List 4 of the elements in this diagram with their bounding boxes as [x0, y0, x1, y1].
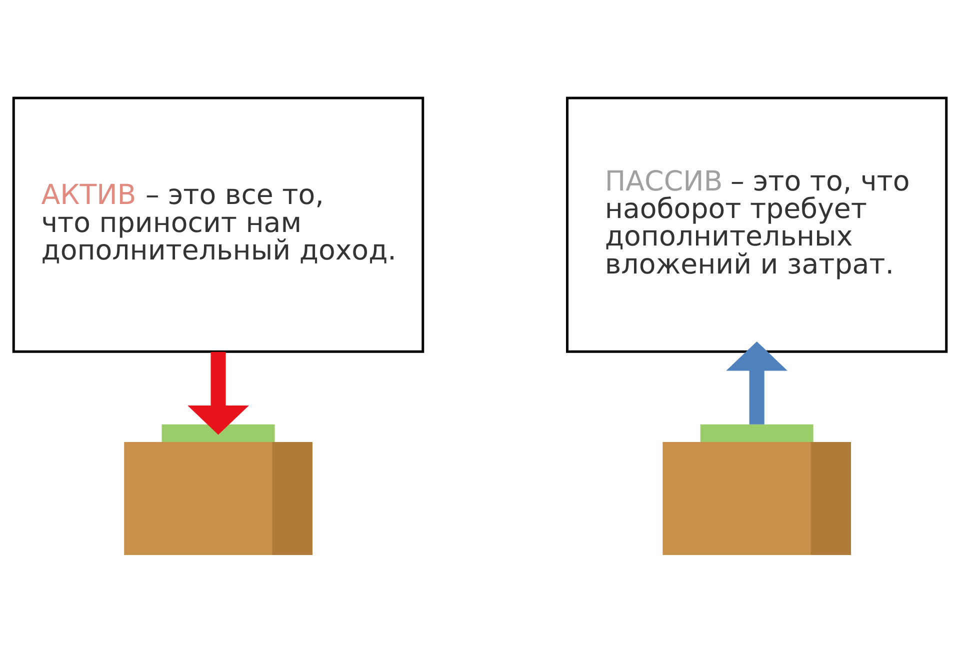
node-box: ПАССИВ – это то, что наоборот требует дополнительных вложений и затрат.	[566, 96, 948, 352]
arrow	[726, 340, 788, 424]
arrow	[188, 351, 249, 434]
node-box: АКТИВ – это все то, что приносит нам дополнительный доход.	[12, 96, 424, 352]
